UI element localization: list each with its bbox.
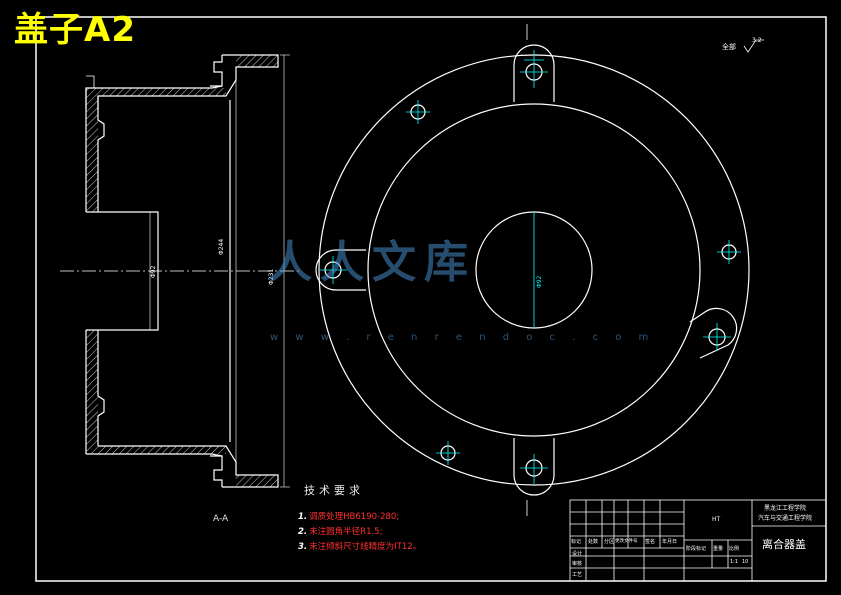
row-label-0: 设计 [572,551,583,557]
scale-label: 比例 [729,546,740,552]
watermark-url: w w w . r e n r e n d o c . c o m [270,332,656,343]
part-name: 离合器盖 [762,538,806,551]
front-view [315,44,750,496]
requirement-item-3: 3.未注倾斜尺寸线精度为IT12。 [298,540,421,552]
roughness-value: 3.2 [752,37,762,44]
centerlines [319,50,741,484]
scale-value: 1:1 [730,559,739,565]
section-label: A-A [213,514,229,524]
title-block [569,499,827,582]
header-cell-0: 标记 [571,539,582,545]
requirement-text-1: 调质处理HB6190-280; [309,512,400,522]
requirements-heading: 技术要求 [304,484,364,497]
header-cell-2: 分区 [604,539,615,545]
requirement-item-1: 1.调质处理HB6190-280; [298,510,399,522]
roughness-note: 全部 [722,43,736,51]
header-cell-5: 年月日 [662,539,678,545]
requirement-num-2: 2. [298,527,308,537]
middle-circle [367,103,701,437]
lug-bottom [513,438,555,496]
dim-outer-1: Φ244 [218,238,225,255]
lug-right [689,307,738,359]
stage-label-0: 阶段标记 [686,546,707,552]
material: HT [712,516,721,523]
row-label-2: 工艺 [572,572,583,578]
stage-label-1: 重量 [713,546,724,552]
dim-bore: Φ92 [150,265,157,278]
section-view [85,54,279,488]
lug-left [315,249,366,291]
drawing-border [35,16,827,582]
header-cell-1: 处数 [588,539,599,545]
requirement-num-1: 1. [298,512,308,522]
requirement-num-3: 3. [298,542,308,552]
requirement-text-2: 未注圆角半径R1.5; [309,527,383,537]
lug-top [513,44,555,102]
school-line-1: 黑龙江工程学院 [764,505,807,512]
school-line-2: 汽车与交通工程学院 [758,515,813,522]
dim-outer-2: Φ231 [268,268,275,285]
header-cell-4: 签名 [645,539,656,545]
requirement-item-2: 2.未注圆角半径R1.5; [298,525,382,537]
dim-center: Φ92 [536,275,543,288]
row-label-1: 审核 [572,561,583,567]
sheet-number: 10 [742,559,749,565]
roughness-symbol [743,39,764,53]
drawing-title: 盖子A2 [14,10,136,50]
requirement-text-3: 未注倾斜尺寸线精度为IT12。 [309,542,422,552]
header-cell-3: 更改文件号 [615,539,638,544]
